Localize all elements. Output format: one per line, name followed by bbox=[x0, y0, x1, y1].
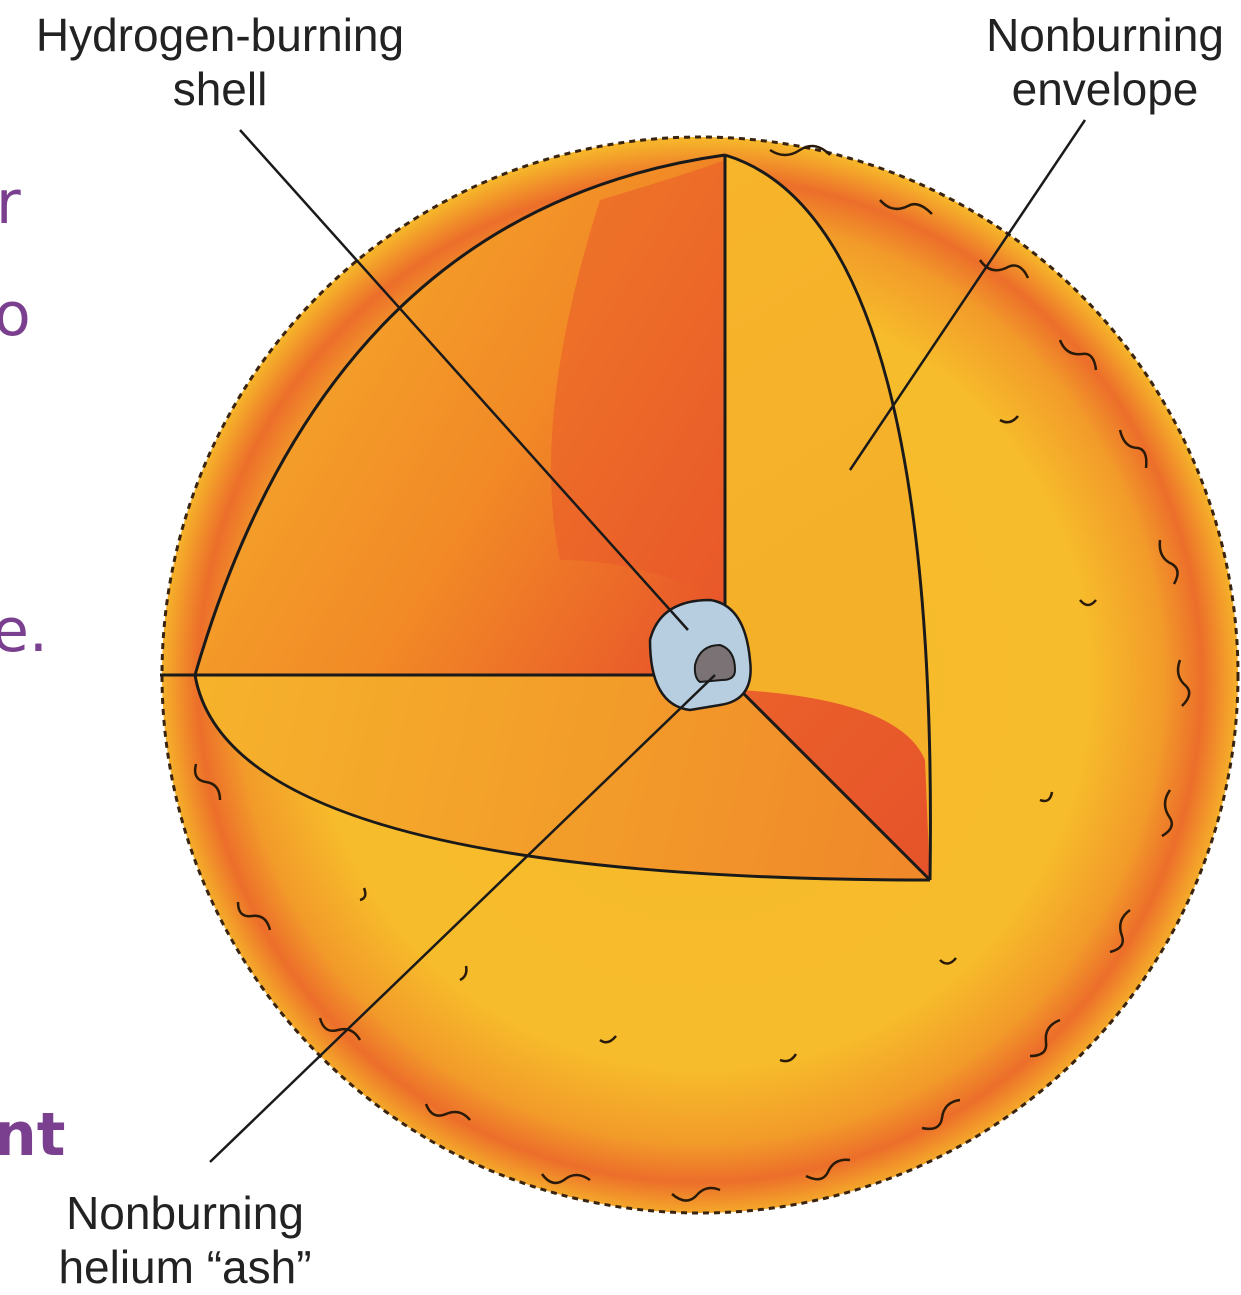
label-hydrogen-line2: shell bbox=[10, 62, 430, 116]
label-hydrogen-burning-shell: Hydrogen-burning shell bbox=[10, 8, 430, 116]
cutoff-text-fragment-3: e. bbox=[0, 596, 48, 666]
cutoff-text-fragment-4: nt bbox=[0, 1100, 65, 1170]
label-nonburning-helium-ash: Nonburning helium “ash” bbox=[20, 1186, 350, 1294]
label-ash-line2: helium “ash” bbox=[20, 1240, 350, 1294]
label-envelope-line2: envelope bbox=[955, 62, 1241, 116]
label-hydrogen-line1: Hydrogen-burning bbox=[10, 8, 430, 62]
label-ash-line1: Nonburning bbox=[20, 1186, 350, 1240]
label-envelope-line1: Nonburning bbox=[955, 8, 1241, 62]
label-nonburning-envelope: Nonburning envelope bbox=[955, 8, 1241, 116]
cutoff-text-fragment-1: r bbox=[0, 168, 21, 238]
cutoff-text-fragment-2: o bbox=[0, 280, 31, 350]
